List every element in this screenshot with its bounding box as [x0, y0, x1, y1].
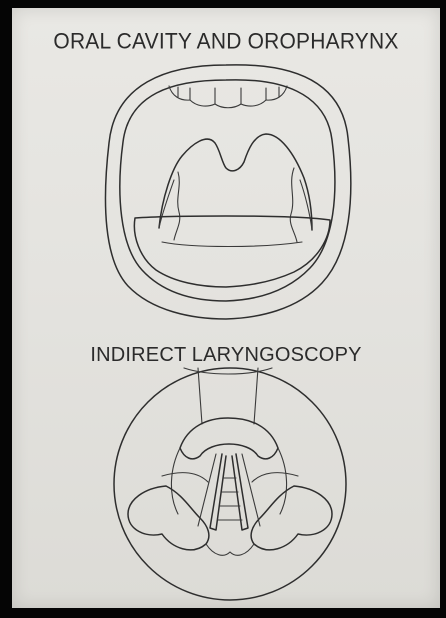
laryngoscopy-drawing [12, 8, 440, 608]
right-vestibular-fold [242, 454, 260, 526]
left-piriform-fossa [128, 486, 209, 550]
left-vestibular-fold [198, 454, 216, 526]
right-aryepiglottic-fold [278, 448, 287, 514]
right-piriform-fossa [251, 486, 332, 550]
left-aryepiglottic-fold [171, 448, 180, 514]
lateral-folds [162, 473, 298, 482]
epiglottis [180, 418, 278, 459]
pharyngeal-wall [198, 368, 258, 424]
arytenoid-cartilages [206, 544, 254, 555]
paper-sheet: ORAL CAVITY AND OROPHARYNX INDIRECT LARY… [12, 8, 440, 608]
laryngeal-mirror-view [114, 368, 346, 600]
